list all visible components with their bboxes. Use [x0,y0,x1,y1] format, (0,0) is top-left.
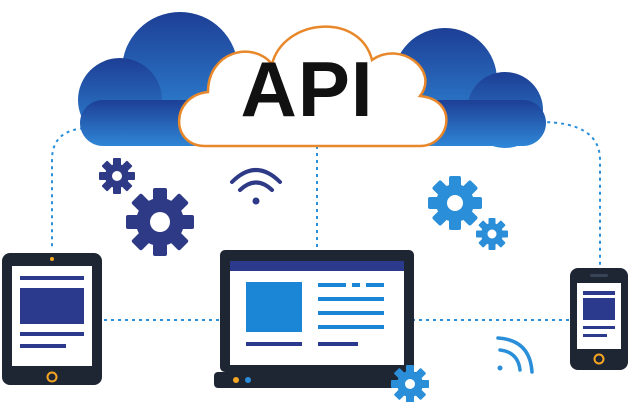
gear-icon [126,188,194,256]
wifi-icon [230,168,282,205]
gear-icon [391,365,429,402]
gear-icon [428,176,482,230]
tablet-device [2,253,102,385]
connector-right [539,121,601,268]
inner-cloud [177,25,448,148]
gear-icon [99,158,135,194]
gear-icon [476,218,508,250]
connector-left [51,127,91,250]
api-label: API [240,45,374,133]
wireless-signal-icon [496,336,534,374]
laptop-device [214,250,420,388]
smartphone-device [570,268,628,370]
